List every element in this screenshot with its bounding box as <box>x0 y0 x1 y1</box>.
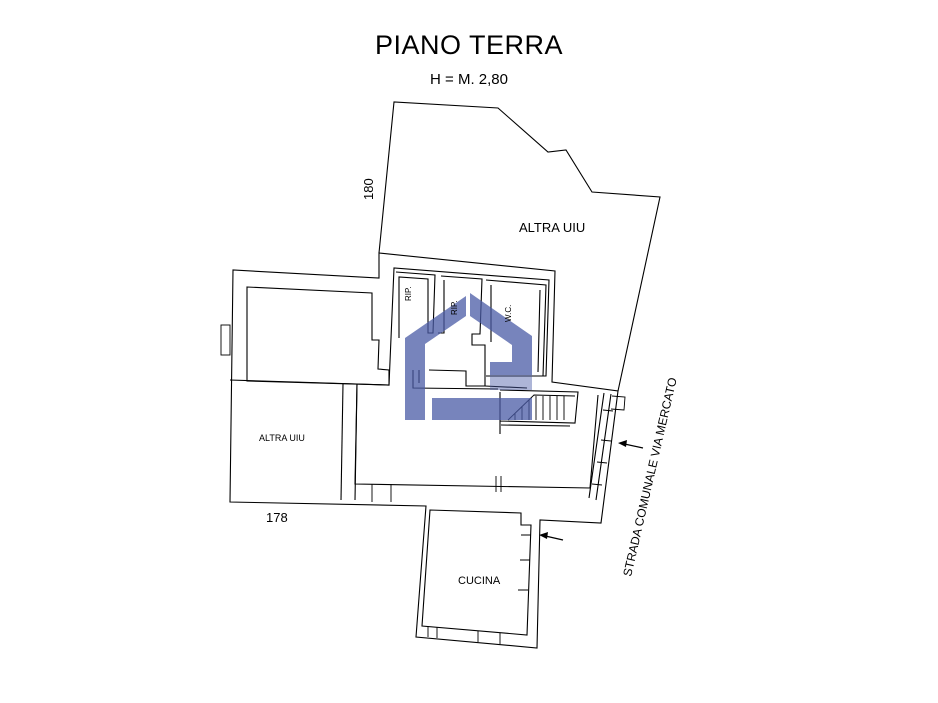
ceiling-height: H = M. 2,80 <box>430 71 508 88</box>
cucina-label: CUCINA <box>458 575 501 587</box>
house-logo-icon <box>405 293 532 420</box>
altra-uiu-top-outline <box>378 101 661 392</box>
altra-uiu-top-label: ALTRA UIU <box>519 220 585 235</box>
page-title: PIANO TERRA <box>374 30 564 60</box>
wc-label: W.C. <box>504 305 513 322</box>
street-name-label: STRADA COMUNALE VIA MERCATO <box>620 376 679 578</box>
rip-1-label: RIP. <box>404 286 413 301</box>
rip-2-label: RIP. <box>450 300 459 315</box>
parcel-number-178: 178 <box>266 510 288 525</box>
entrance-arrow-lower <box>539 532 564 541</box>
altra-uiu-left-label: ALTRA UIU <box>259 433 305 443</box>
entrance-arrow-upper <box>618 440 644 449</box>
parcel-number-180: 180 <box>361 178 376 200</box>
kitchen <box>421 509 532 644</box>
main-apartment-walls <box>220 252 626 649</box>
